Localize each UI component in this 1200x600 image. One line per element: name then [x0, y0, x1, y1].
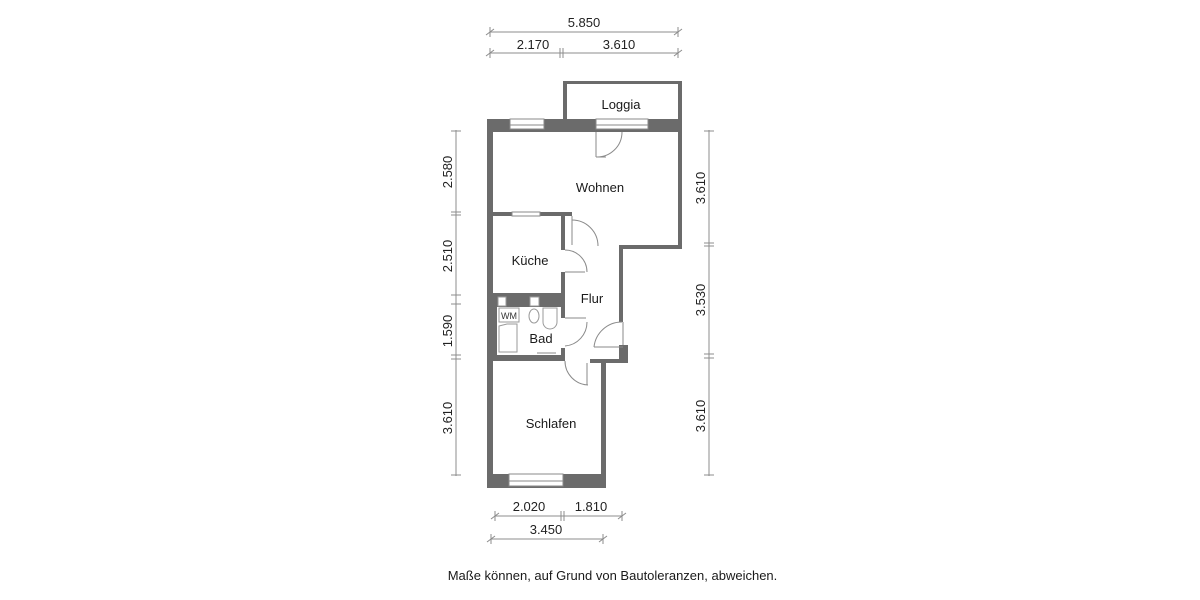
- room-label-wohnen: Wohnen: [576, 180, 624, 195]
- dim-top-left: 2.170: [517, 37, 550, 52]
- washing-machine: [498, 307, 520, 323]
- room-label-kueche: Küche: [512, 253, 549, 268]
- windows: [508, 118, 649, 487]
- toilet-icon: [528, 308, 540, 324]
- dim-left-2: 2.510: [440, 240, 455, 273]
- dim-bottom-total: 3.450: [530, 522, 563, 537]
- left-dimensions: 2.580 2.510 1.590 3.610: [440, 130, 461, 476]
- shower-tray-icon: [498, 323, 518, 353]
- dim-bottom-right: 1.810: [575, 499, 608, 514]
- dim-left-3: 1.590: [440, 315, 455, 348]
- dim-right-2: 3.530: [693, 284, 708, 317]
- window-schlafen: [508, 473, 564, 482]
- washing-machine-label: WM: [501, 311, 517, 321]
- dim-bottom-left: 2.020: [513, 499, 546, 514]
- door-bad: [564, 317, 588, 347]
- doors: [564, 131, 624, 386]
- door-entrance: [593, 321, 624, 348]
- top-dimensions: 5.850 2.170 3.610: [485, 15, 683, 58]
- walls: [487, 81, 682, 488]
- right-dimensions: 3.610 3.530 3.610: [693, 130, 714, 476]
- room-labels: Loggia Wohnen Küche Flur Bad Schlafen: [512, 97, 642, 431]
- door-schlafen: [564, 360, 589, 386]
- bathroom-fixtures: WM: [497, 296, 558, 354]
- tolerance-note: Maße können, auf Grund von Bautoleranzen…: [447, 568, 778, 583]
- window-wohnen-left-sill: [509, 124, 545, 130]
- room-label-schlafen: Schlafen: [526, 416, 577, 431]
- dim-top-right: 3.610: [603, 37, 636, 52]
- bottom-dimensions: 2.020 1.810 3.450: [486, 499, 627, 544]
- dim-top-total: 5.850: [568, 15, 601, 30]
- sink-icon: [542, 307, 558, 330]
- dim-right-3: 3.610: [693, 400, 708, 433]
- window-kueche: [511, 211, 541, 217]
- dim-left-1: 2.580: [440, 156, 455, 189]
- door-kueche: [564, 249, 588, 273]
- room-label-bad: Bad: [529, 331, 552, 346]
- room-label-loggia: Loggia: [601, 97, 641, 112]
- door-wohnen: [571, 216, 599, 247]
- door-loggia: [595, 131, 623, 158]
- dim-left-4: 3.610: [440, 402, 455, 435]
- dim-right-1: 3.610: [693, 172, 708, 205]
- window-wohnen-left: [509, 118, 545, 126]
- room-label-flur: Flur: [581, 291, 604, 306]
- window-loggia-door: [595, 118, 649, 126]
